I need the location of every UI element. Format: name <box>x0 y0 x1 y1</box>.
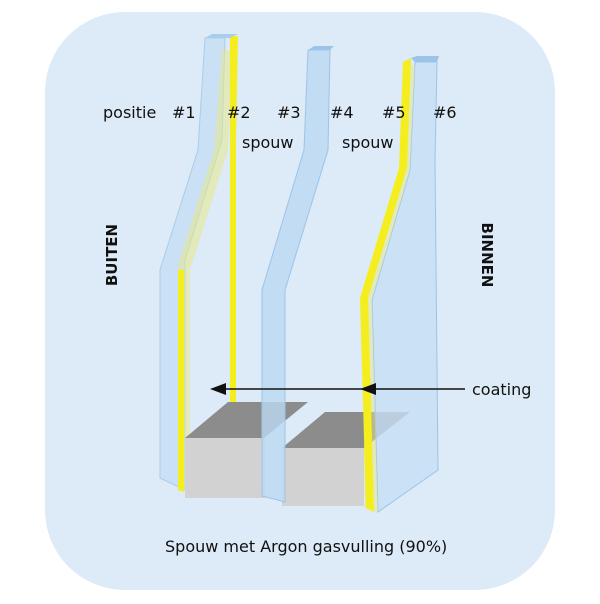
arrow-head-right <box>360 383 376 395</box>
label-cavity-1: spouw <box>242 133 294 152</box>
label-position-4: #4 <box>330 103 354 122</box>
label-inside: BINNEN <box>478 222 496 288</box>
spacer-right-front <box>282 448 364 506</box>
label-position-5: #5 <box>382 103 406 122</box>
pane-1-top <box>205 34 238 38</box>
label-cavity-2: spouw <box>342 133 394 152</box>
spacer-left-front <box>185 438 265 498</box>
label-positie: positie <box>103 103 157 122</box>
pane-2-top <box>308 46 334 50</box>
pane-3-top <box>411 56 439 62</box>
pane-1-coating-tint <box>178 50 232 492</box>
label-coating: coating <box>472 380 532 399</box>
label-position-3: #3 <box>277 103 301 122</box>
label-position-1: #1 <box>172 103 196 122</box>
pane-1-coating-front <box>178 270 184 492</box>
label-position-6: #6 <box>433 103 457 122</box>
label-position-2: #2 <box>227 103 251 122</box>
arrow-head-left <box>210 383 226 395</box>
pane-3-coating-strip <box>360 58 411 512</box>
label-outside: BUITEN <box>103 223 121 287</box>
pane-1-coating-strip <box>230 36 238 480</box>
caption: Spouw met Argon gasvulling (90%) <box>165 537 448 556</box>
